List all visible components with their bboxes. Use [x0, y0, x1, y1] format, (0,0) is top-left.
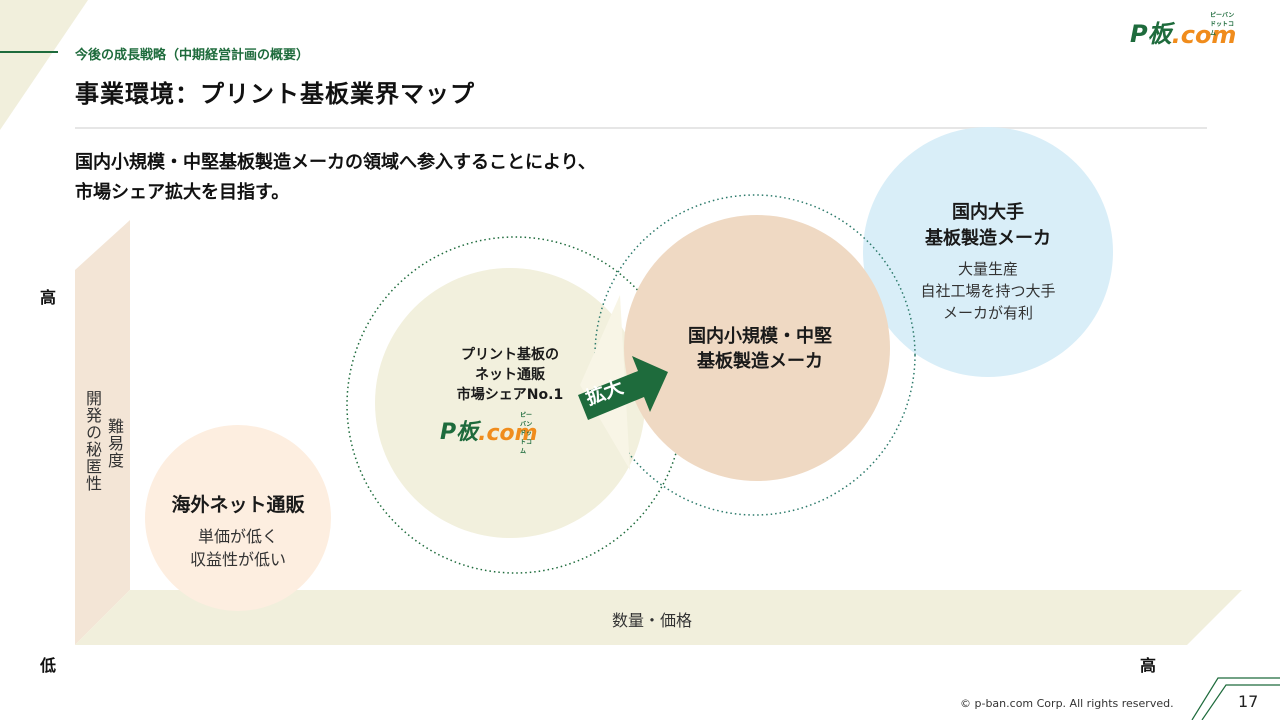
x-axis-high-label: 高 — [1140, 656, 1157, 675]
logo-text-com: .com — [1171, 21, 1237, 49]
pban-line-3: 市場シェアNo.1 — [456, 387, 564, 403]
logo-text-pban: P板 — [1130, 20, 1172, 48]
section-label: 今後の成長戦略（中期経営計画の概要） — [75, 48, 310, 63]
major-desc-2: 自社工場を持つ大手 — [920, 282, 1056, 300]
logo-text-com: .com — [478, 421, 538, 446]
midsize-line-2: 基板製造メーカ — [697, 351, 823, 372]
title-divider — [75, 127, 1207, 129]
page-number: 17 — [1238, 692, 1259, 711]
midsize-circle-text: 国内小規模・中堅 基板製造メーカ — [660, 324, 860, 374]
pban-logo: P板.com ピーバンドットコム — [440, 412, 538, 455]
y-axis-high-label: 高 — [40, 288, 57, 307]
major-circle-text: 国内大手 基板製造メーカ 大量生産 自社工場を持つ大手 メーカが有利 — [888, 200, 1088, 324]
logo-text-pban: P板 — [440, 420, 479, 445]
footer-decoration — [1191, 677, 1280, 720]
pban-circle — [375, 268, 645, 538]
logo-ruby: ピーバンドットコム — [1210, 12, 1235, 37]
page-title: 事業環境：プリント基板業界マップ — [75, 80, 475, 108]
y-axis-bar — [75, 220, 130, 645]
overseas-desc-2: 収益性が低い — [189, 550, 286, 569]
overseas-desc-1: 単価が低く — [197, 527, 278, 546]
pban-line-1: プリント基板の — [461, 347, 559, 363]
y-axis-low-label: 低 — [40, 656, 57, 675]
corner-decoration — [0, 0, 88, 130]
logo-ruby: ピーバンドットコム — [520, 412, 533, 455]
major-title-1: 国内大手 — [952, 202, 1024, 223]
lead-text: 国内小規模・中堅基板製造メーカの領域へ参入することにより、 市場シェア拡大を目指… — [75, 148, 596, 208]
midsize-line-1: 国内小規模・中堅 — [688, 326, 832, 347]
y-axis-label-difficulty: 難易度 — [105, 418, 124, 469]
x-axis-bar — [75, 590, 1242, 645]
y-axis-label-secrecy: 開発の秘匿性 — [83, 390, 102, 492]
major-desc-1: 大量生産 — [957, 260, 1018, 278]
overseas-circle — [145, 425, 331, 611]
lead-line-2: 市場シェア拡大を目指す。 — [75, 182, 290, 203]
x-axis-label: 数量・価格 — [612, 611, 693, 630]
midsize-circle — [624, 215, 890, 481]
expand-arrow-icon — [578, 356, 668, 420]
copyright: © p-ban.com Corp. All rights reserved. — [960, 697, 1174, 710]
company-logo: P板.com ピーバンドットコム — [1130, 12, 1237, 49]
overseas-title: 海外ネット通販 — [171, 494, 305, 516]
major-title-2: 基板製造メーカ — [925, 228, 1051, 249]
midsize-dotted-outline — [594, 194, 916, 516]
pban-circle-text: プリント基板の ネット通販 市場シェアNo.1 — [420, 345, 600, 405]
expansion-fan — [580, 295, 630, 470]
title-accent-line — [0, 51, 58, 53]
pban-line-2: ネット通販 — [475, 367, 545, 383]
overseas-circle-text: 海外ネット通販 単価が低く 収益性が低い — [150, 490, 326, 571]
major-circle — [863, 127, 1113, 377]
lead-line-1: 国内小規模・中堅基板製造メーカの領域へ参入することにより、 — [75, 152, 596, 173]
major-desc-3: メーカが有利 — [942, 304, 1033, 322]
